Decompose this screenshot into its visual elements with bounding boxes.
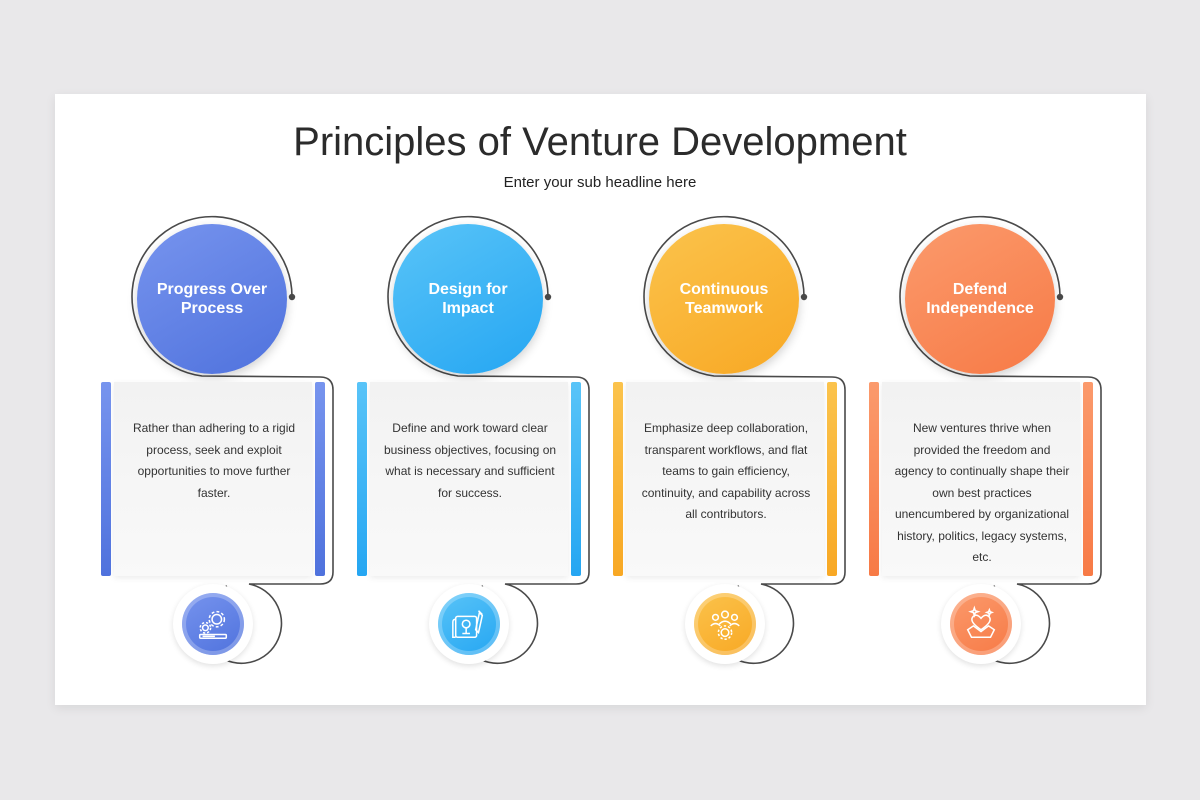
connector-path: [899, 215, 1102, 665]
team-collaboration-icon: [694, 593, 756, 655]
step-heading: Design for Impact: [428, 281, 508, 317]
card-accent-right: [571, 382, 581, 576]
connector-end-dot: [544, 293, 552, 301]
connector-path: [643, 215, 846, 665]
gears-progress-icon: [182, 593, 244, 655]
slide-title: Principles of Venture Development: [293, 120, 907, 164]
step-icon-badge: [685, 584, 765, 664]
step-circle: Design for Impact: [393, 224, 543, 374]
step-description: Emphasize deep collaboration, transparen…: [641, 421, 811, 521]
step-column: Defend Independence New ventures thrive …: [867, 0, 1127, 800]
card-accent-right: [315, 382, 325, 576]
step-description: New ventures thrive when provided the fr…: [894, 421, 1070, 564]
card-accent-right: [827, 382, 837, 576]
connector-end-dot: [288, 293, 296, 301]
connector-line: [131, 215, 334, 665]
step-column: Design for Impact Define and work toward…: [355, 0, 615, 800]
slide-subtitle: Enter your sub headline here: [503, 174, 697, 191]
step-column: Continuous Teamwork Emphasize deep colla…: [611, 0, 871, 800]
step-circle: Continuous Teamwork: [649, 224, 799, 374]
step-card: [626, 382, 824, 576]
connector-line: [899, 215, 1102, 665]
connector-path: [387, 215, 590, 665]
card-accent-left: [613, 382, 623, 576]
blueprint-design-icon: [438, 593, 500, 655]
step-card: [114, 382, 312, 576]
step-heading: Defend Independence: [926, 281, 1034, 317]
step-circle: Progress Over Process: [137, 224, 287, 374]
connector-line: [643, 215, 846, 665]
step-icon-badge: [429, 584, 509, 664]
connector-end-dot: [1056, 293, 1064, 301]
connector-line: [387, 215, 590, 665]
card-accent-left: [101, 382, 111, 576]
card-accent-left: [357, 382, 367, 576]
step-circle: Defend Independence: [905, 224, 1055, 374]
step-card: [882, 382, 1080, 576]
step-description: Rather than adhering to a rigid process,…: [132, 421, 296, 500]
step-icon-badge: [941, 584, 1021, 664]
card-accent-left: [869, 382, 879, 576]
step-icon-badge: [173, 584, 253, 664]
independence-hands-icon: [950, 593, 1012, 655]
connector-end-dot: [800, 293, 808, 301]
step-column: Progress Over Process Rather than adheri…: [99, 0, 359, 800]
step-heading: Continuous Teamwork: [679, 281, 769, 317]
connector-path: [131, 215, 334, 665]
step-description: Define and work toward clear business ob…: [383, 421, 557, 500]
step-heading: Progress Over Process: [156, 281, 268, 317]
card-accent-right: [1083, 382, 1093, 576]
step-card: [370, 382, 568, 576]
